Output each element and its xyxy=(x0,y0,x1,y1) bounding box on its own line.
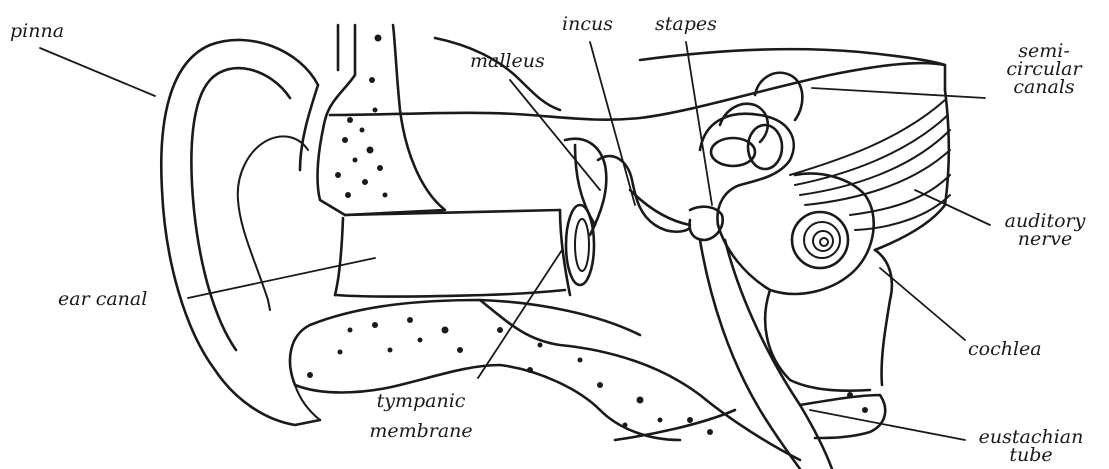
leader-incus xyxy=(590,42,635,205)
pinna-drawing xyxy=(161,40,320,425)
eustachian-tube-drawing xyxy=(700,240,885,469)
leader-pinna xyxy=(40,48,155,96)
skull-outline xyxy=(330,38,945,120)
label-semicircular-line3: canals xyxy=(998,78,1090,96)
ear-canal-drawing xyxy=(335,210,565,297)
label-auditory-nerve: auditory nerve xyxy=(990,212,1100,248)
leader-stapes xyxy=(686,42,712,205)
label-tympanic-line1: tympanic xyxy=(360,392,482,410)
label-eustachian-tube: eustachian tube xyxy=(965,428,1097,464)
leader-semicircular xyxy=(812,88,985,98)
middle-ear-drawing xyxy=(560,139,723,295)
leader-auditory xyxy=(915,190,990,225)
label-eustachian-line2: tube xyxy=(965,446,1097,464)
label-cochlea: cochlea xyxy=(968,340,1042,358)
label-stapes: stapes xyxy=(655,15,717,33)
leader-ear-canal xyxy=(188,258,375,298)
label-ear-canal: ear canal xyxy=(58,290,147,308)
label-malleus: malleus xyxy=(470,52,545,70)
label-tympanic-line2: membrane xyxy=(360,422,482,440)
inner-ear-drawing xyxy=(700,73,950,391)
leader-tympanic xyxy=(478,250,562,378)
label-semicircular-canals: semi- circular canals xyxy=(998,42,1090,96)
label-pinna: pinna xyxy=(10,22,64,40)
leader-eustachian xyxy=(810,410,965,440)
label-incus: incus xyxy=(562,15,613,33)
label-auditory-line2: nerve xyxy=(990,230,1100,248)
upper-bone xyxy=(318,25,445,215)
leader-malleus xyxy=(510,80,600,190)
leader-cochlea xyxy=(880,268,965,340)
label-tympanic-membrane: tympanic membrane xyxy=(360,392,482,440)
